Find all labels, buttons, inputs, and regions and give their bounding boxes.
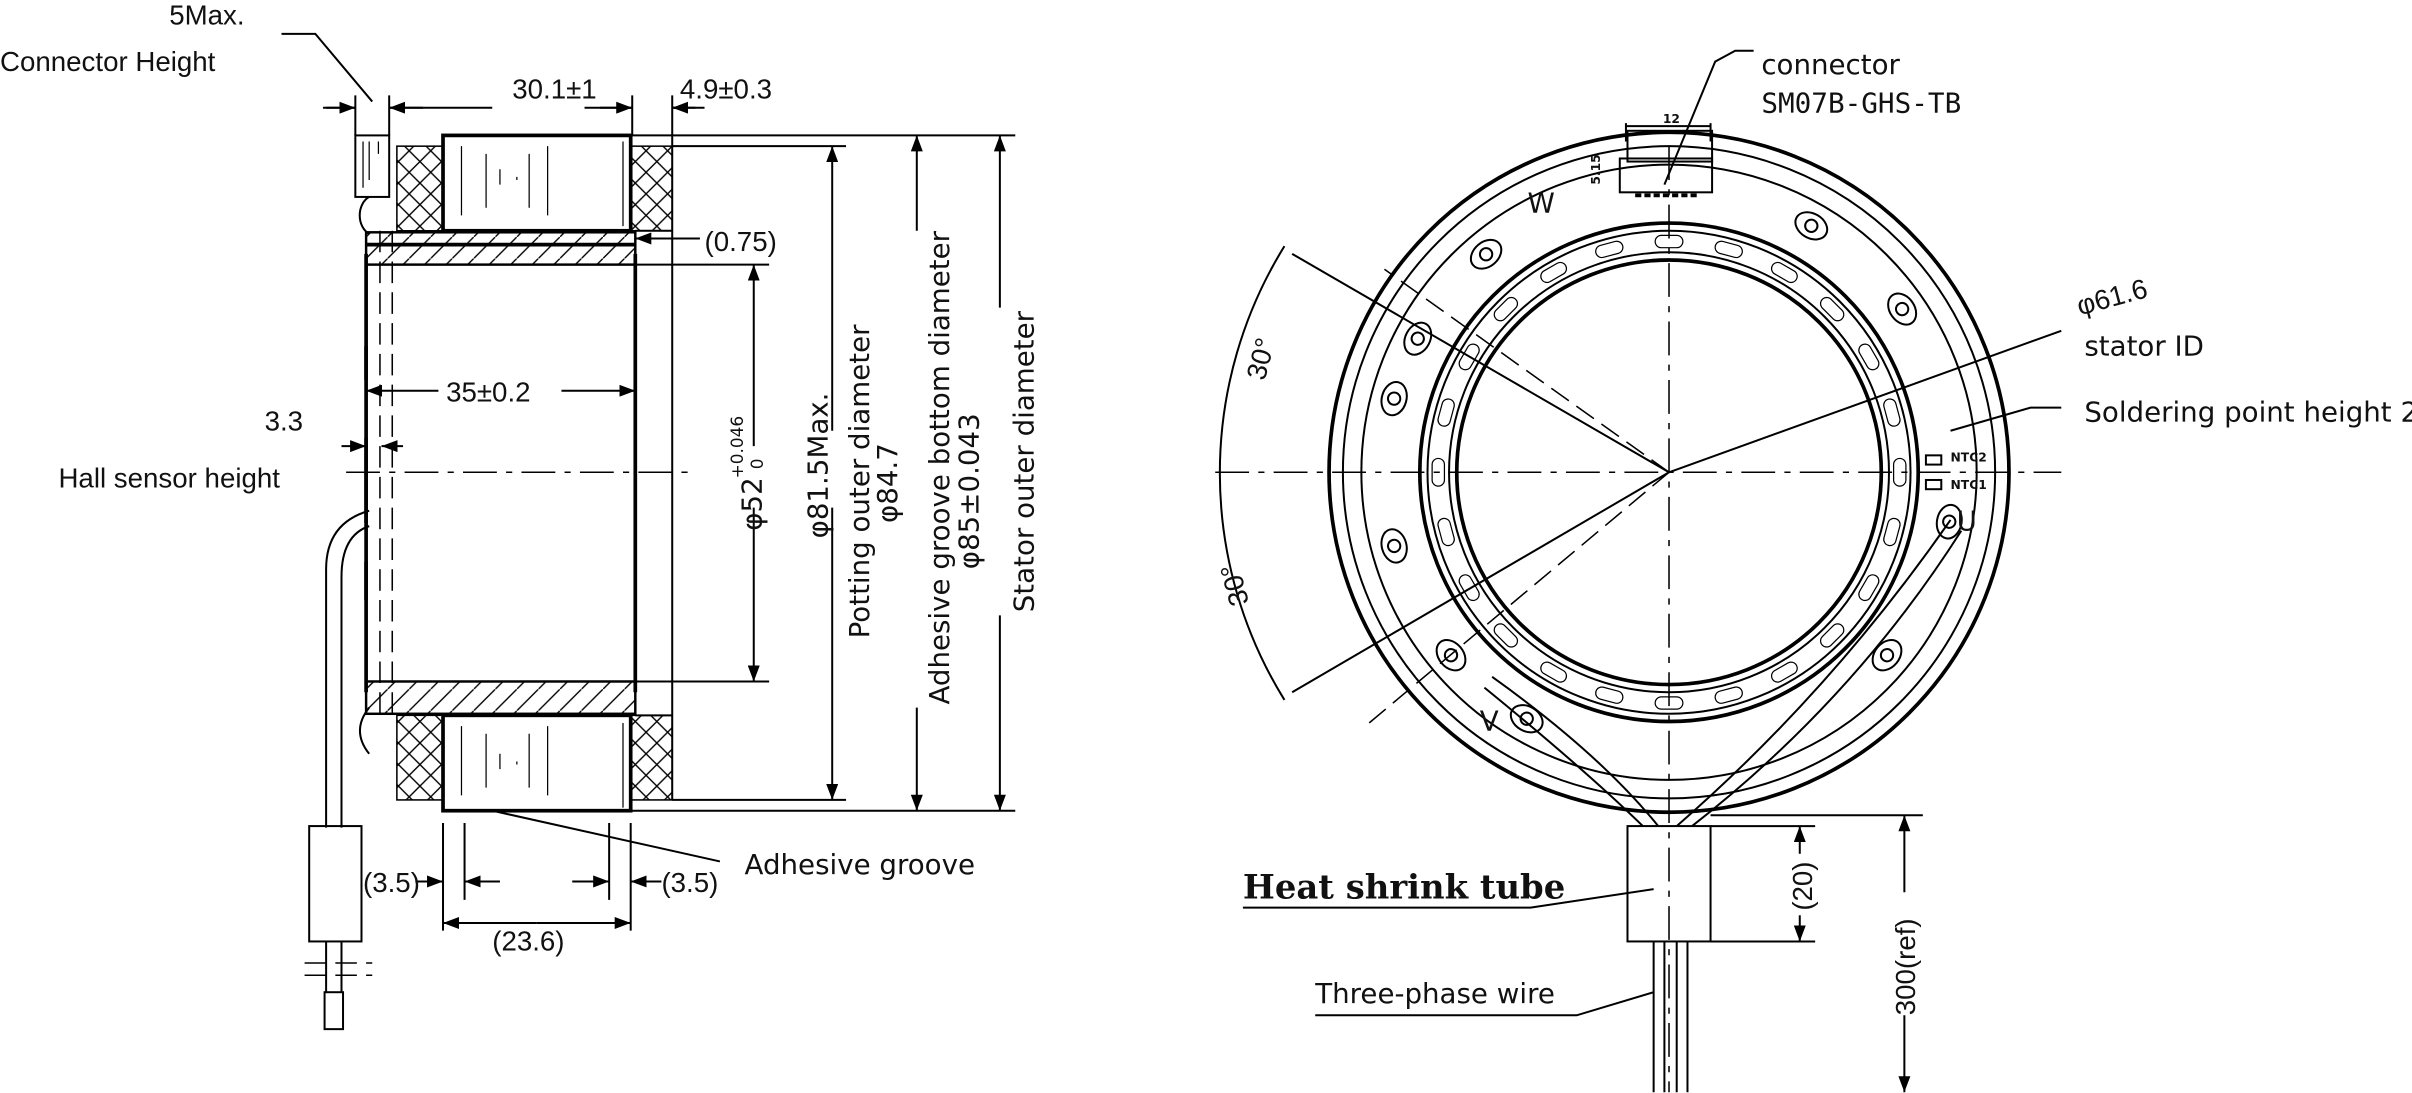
sleeve-top <box>364 231 637 266</box>
stator-slot <box>1883 398 1901 427</box>
dim-potting: 4.9±0.3 <box>680 73 772 104</box>
stator-slot <box>1770 261 1798 284</box>
stator-slot <box>1437 517 1455 547</box>
angle-top: 30° <box>1240 335 1281 383</box>
mounting-hole <box>1935 503 1963 540</box>
stator-slot <box>1819 296 1845 322</box>
stator-slot <box>1540 661 1568 683</box>
heat-shrink-tube <box>1626 825 1712 943</box>
coil-top <box>441 133 633 233</box>
stator-slot <box>1595 686 1624 704</box>
connector <box>1626 129 1714 163</box>
stator-slot <box>1458 574 1480 602</box>
connector-part: SM07B-GHS-TB <box>1761 86 1961 119</box>
mounting-hole <box>1509 704 1544 734</box>
dim-gap: (0.75) <box>705 226 777 257</box>
mounting-holes <box>1380 211 1963 734</box>
stator-slot <box>1714 686 1743 704</box>
front-view: 30° 30° 12 5.15 connector SM07B-GHS-TB W… <box>1214 48 2412 1093</box>
dim-right-groove: (3.5) <box>661 867 718 898</box>
wire-length: 300(ref) <box>1890 918 1921 1015</box>
groove-bottom-label: Adhesive groove bottom diameter <box>923 230 956 704</box>
mounting-hole <box>1871 639 1903 672</box>
connector-body <box>354 134 391 198</box>
stator-slot <box>1858 574 1880 602</box>
mounting-hole <box>1403 321 1433 356</box>
stator-id-value: φ61.6 <box>2073 273 2150 322</box>
phase-w: W <box>1527 186 1554 219</box>
heat-shrink-label: Heat shrink tube <box>1243 866 1565 906</box>
dim-groove-bottom: φ84.7 <box>871 443 904 523</box>
stator-slot <box>1714 240 1743 259</box>
stator-slot <box>1540 261 1568 284</box>
stator-slot <box>1595 240 1624 259</box>
mounting-hole <box>1469 238 1503 270</box>
sleeve-bottom <box>364 680 637 716</box>
ntc2-label: NTC2 <box>1951 451 1987 465</box>
dim-potting-od: φ81.5Max. <box>802 393 835 539</box>
dim-length: 30.1±1 <box>512 73 596 104</box>
connector-offset: 5.15 <box>1589 154 1603 184</box>
phase-wires <box>1483 519 1963 827</box>
dim-left-groove: (3.5) <box>363 867 420 898</box>
wire-label: Three-phase wire <box>1314 977 1555 1010</box>
connector-label: connector <box>1761 48 1900 81</box>
stator-slot <box>1858 343 1880 371</box>
mounting-hole <box>1380 380 1408 417</box>
stator-slot <box>1883 517 1901 547</box>
connector-width: 12 <box>1663 112 1680 126</box>
potting-od-label: Potting outer diameter <box>843 324 876 638</box>
stator-slot <box>1431 457 1446 487</box>
angle-bottom: 30° <box>1214 561 1255 609</box>
soldering-label: Soldering point height 2 <box>2084 396 2412 429</box>
side-view: 5Max. Connector Height 30.1±1 4.9±0.3 (0… <box>0 0 1041 1031</box>
connector-height-value: 5Max. <box>169 0 244 31</box>
coil-bottom <box>441 713 633 813</box>
hall-wire <box>325 509 370 828</box>
dim-inner-length: 35±0.2 <box>446 377 530 408</box>
stator-id-label: stator ID <box>2084 329 2204 362</box>
dim-stator-od: φ85±0.043 <box>952 413 985 569</box>
stator-od-label: Stator outer diameter <box>1008 310 1041 612</box>
dim-bore: φ52 <box>735 477 768 530</box>
stator-slot <box>1437 398 1455 427</box>
stator-slot <box>1770 661 1798 683</box>
dim-bore-tol-upper: +0.046 <box>727 416 747 479</box>
potting-top-right <box>629 145 673 232</box>
potting-top-left <box>396 145 444 232</box>
mounting-hole <box>1380 528 1408 564</box>
ntc1-label: NTC1 <box>1951 478 1987 492</box>
mounting-hole <box>1887 292 1918 326</box>
phase-u: U <box>1957 505 1977 538</box>
dim-groove-span: (23.6) <box>492 926 564 957</box>
hall-value: 3.3 <box>265 406 303 437</box>
hall-label: Hall sensor height <box>58 463 280 494</box>
wire-sleeve <box>308 825 363 943</box>
stator-slot <box>1819 623 1845 648</box>
tube-length: (20) <box>1787 861 1818 910</box>
stator-slot <box>1493 623 1519 648</box>
dim-bore-tol-lower: 0 <box>747 458 767 469</box>
adhesive-groove-label: Adhesive groove <box>745 848 975 881</box>
mounting-hole <box>1794 211 1829 241</box>
connector-height-label: Connector Height <box>0 46 216 77</box>
stator-slot <box>1493 296 1519 322</box>
phase-v: V <box>1480 705 1499 738</box>
